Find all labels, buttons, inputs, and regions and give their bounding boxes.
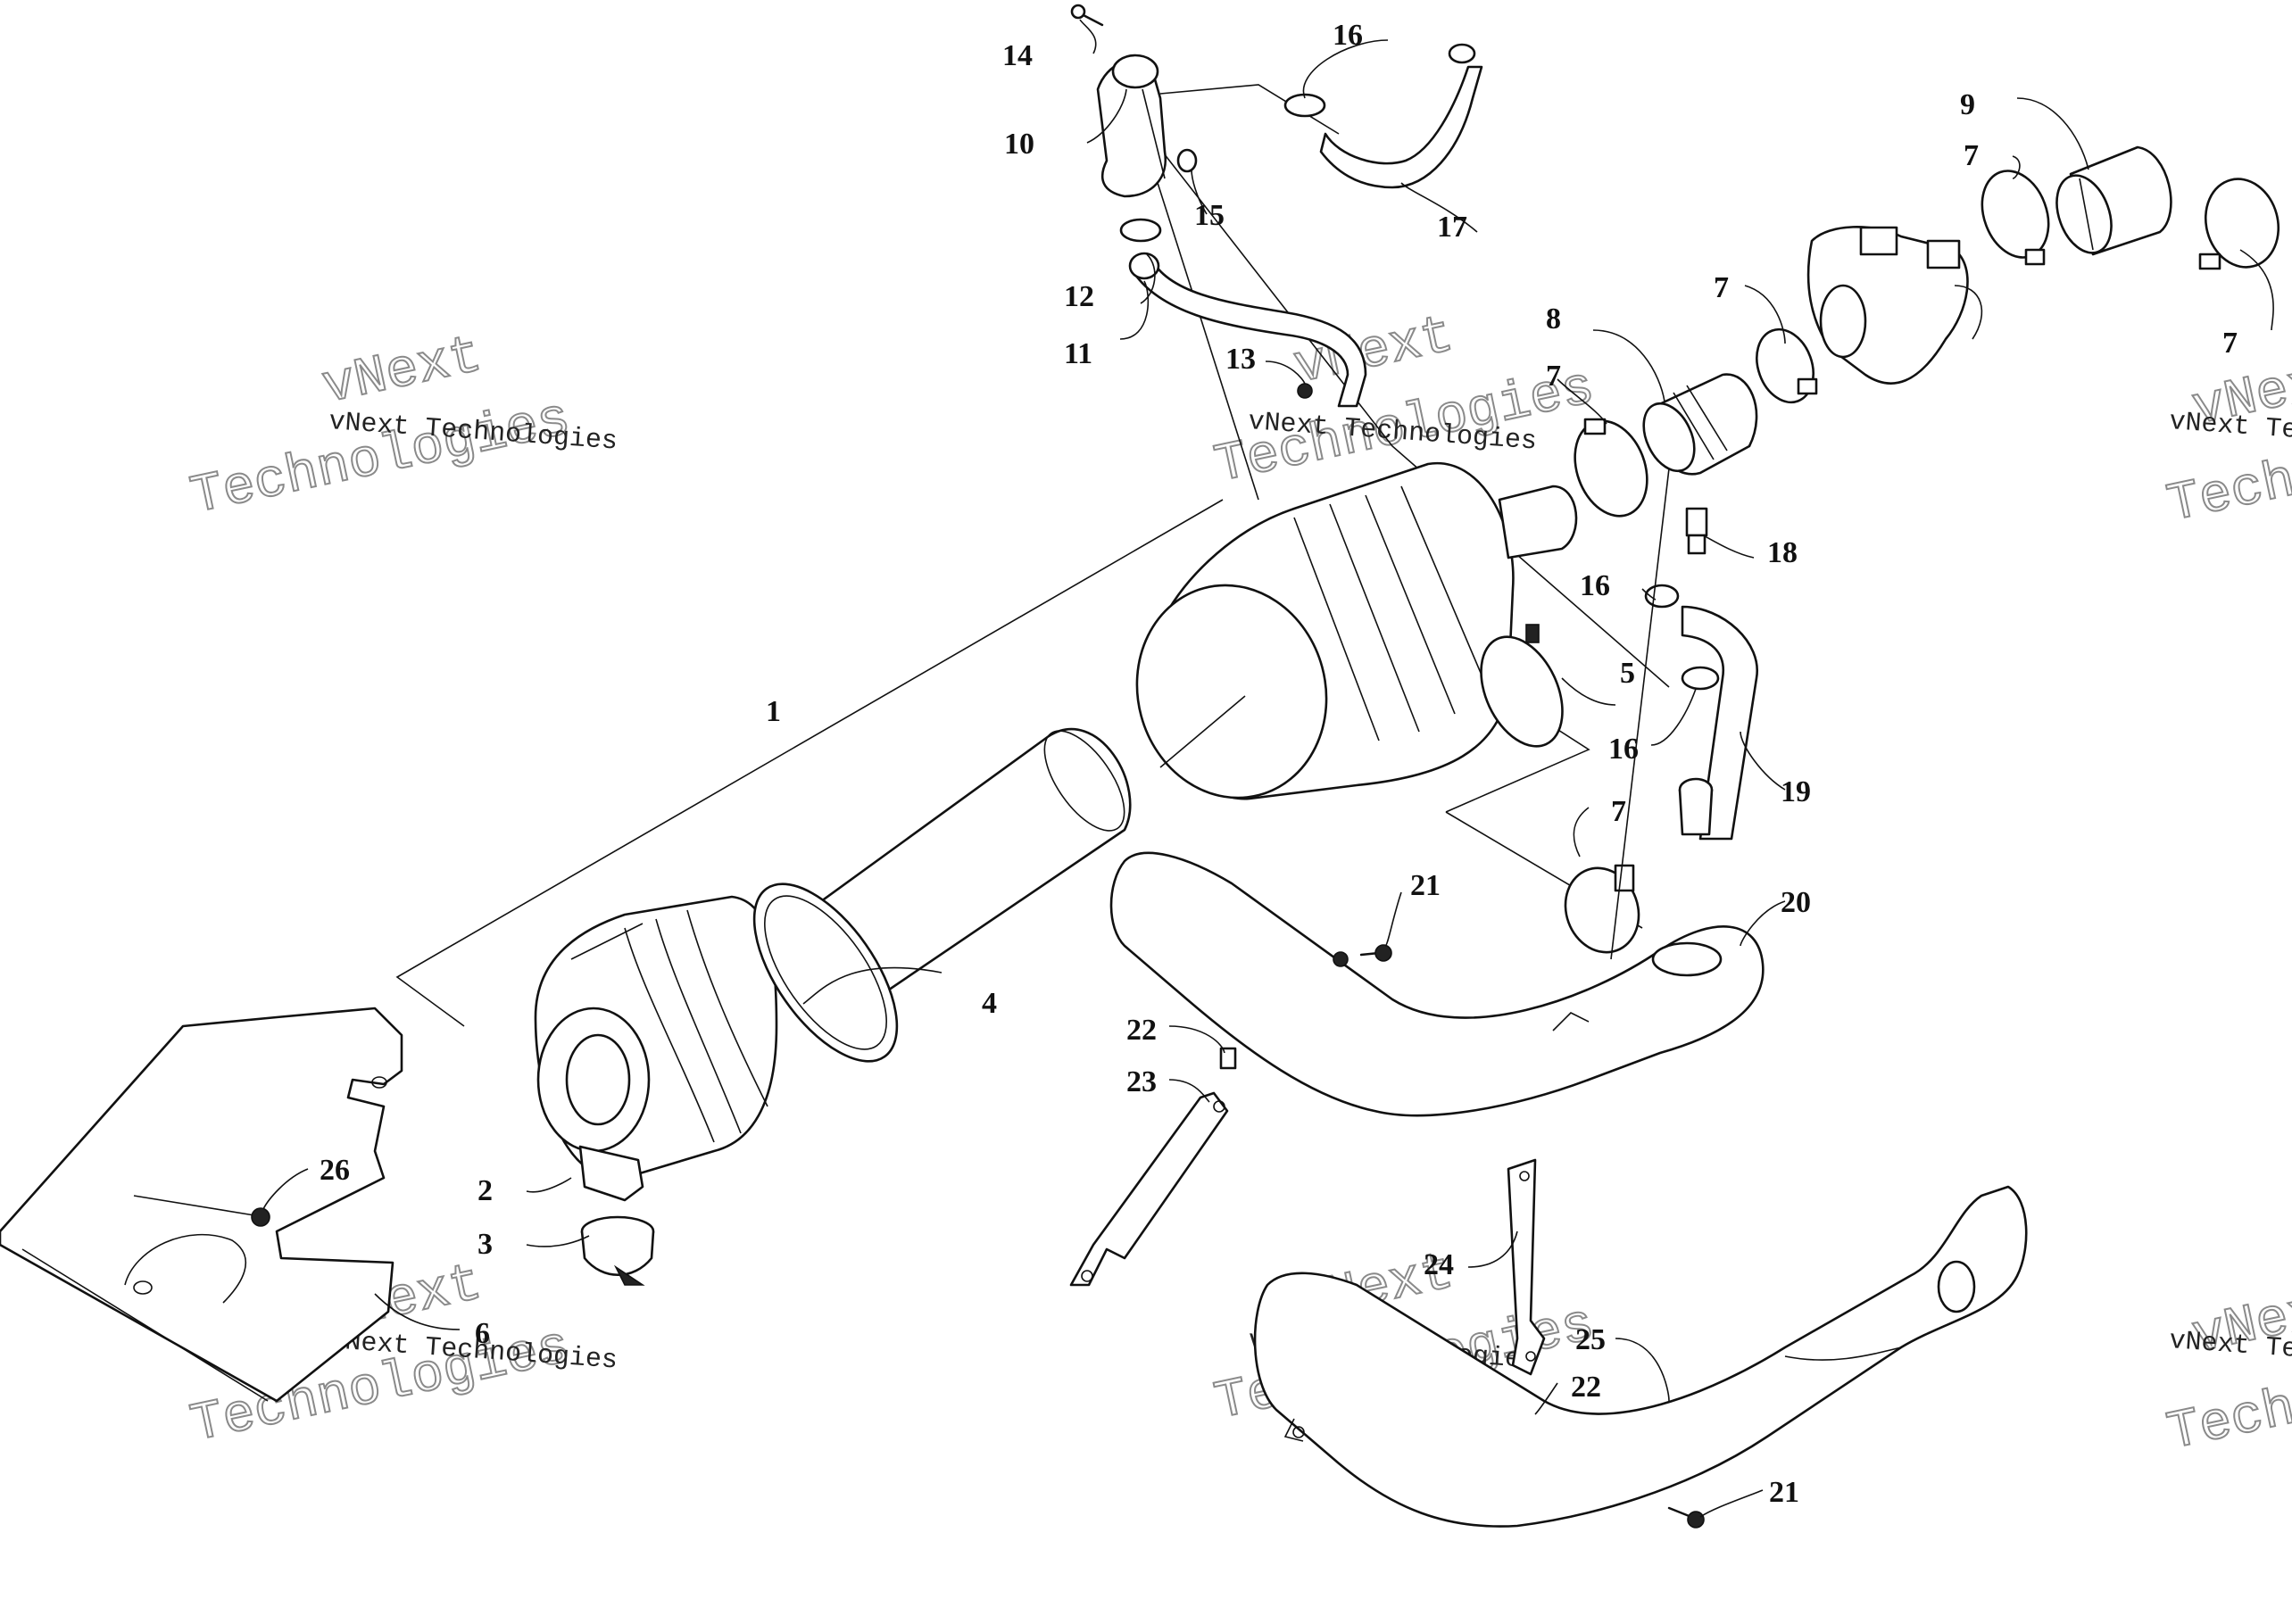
part-7-clamp-a [1574,418,1648,518]
callout-20: 20 [1781,886,1811,919]
part-16-clamp-top [1283,43,1476,118]
callout-labels: 1 2 3 4 5 6 7 7 7 7 7 8 9 10 11 12 13 14… [320,19,2238,1509]
watermark-small-6: vNext Technologies [2168,1326,2292,1377]
callout-21-a: 21 [1410,869,1441,902]
callout-22-b: 22 [1571,1371,1601,1404]
leader-lines [262,19,2274,1518]
callout-21-b: 21 [1769,1476,1799,1509]
callout-9: 9 [1960,88,1975,121]
callout-17: 17 [1437,211,1467,244]
watermark-small-3: vNext Technologies [2168,407,2292,458]
callout-11: 11 [1064,337,1092,370]
part-20-intake-tube [1109,851,1765,1117]
callout-25: 25 [1575,1323,1606,1356]
callout-16-b: 16 [1580,569,1610,602]
part-17-hose [1319,65,1483,189]
part-1-airbox [1135,461,1578,800]
part-10-breather [1096,54,1167,198]
part-16-clamp-mid-b [1681,666,1720,691]
callout-2: 2 [478,1174,493,1207]
callout-3: 3 [478,1228,493,1261]
callout-8: 8 [1546,302,1561,336]
callout-15: 15 [1194,199,1225,232]
part-19-hose [1678,605,1759,841]
part-7-clamp-d [2198,178,2280,270]
part-2-airbox-cover [534,895,778,1202]
callout-26: 26 [320,1154,350,1187]
callout-5: 5 [1620,657,1635,690]
callout-7-e: 7 [1611,795,1626,828]
callout-1: 1 [766,695,781,728]
callout-7-a: 7 [1546,360,1561,393]
part-7-clamp-e [1564,864,1640,954]
part-9-boot [2055,145,2172,256]
callout-23: 23 [1126,1065,1157,1098]
callout-7-b: 7 [1714,271,1729,304]
part-25-lower-duct [1253,1185,2028,1528]
part-4-filter [752,728,1132,1063]
part-3-valve [580,1215,655,1286]
part-6-shield [0,1007,403,1403]
part-14-screw [1070,4,1104,27]
callout-7-d: 7 [2222,327,2238,360]
callout-13: 13 [1225,343,1256,376]
part-13-screw [1297,383,1313,399]
part-21-bolt-b [1667,1506,1705,1529]
watermark-big-1: vNext [318,326,487,418]
part-15-nut [1176,148,1198,173]
callout-14: 14 [1002,39,1033,72]
part-11-hose [1132,257,1367,408]
callout-10: 10 [1004,128,1034,161]
callout-22-a: 22 [1126,1014,1157,1047]
callout-12: 12 [1064,280,1094,313]
callout-16-c: 16 [1608,733,1639,766]
part-26-bolt [133,1195,270,1227]
callout-4: 4 [982,987,997,1020]
part-8-boot [1642,373,1758,476]
callout-18: 18 [1767,536,1798,569]
part-throttle-body [1806,226,1983,385]
part-18-fitting [1685,507,1708,555]
callout-7-c: 7 [1964,139,1979,172]
callout-24: 24 [1424,1248,1454,1281]
callout-19: 19 [1781,775,1811,808]
callout-16-a: 16 [1333,19,1363,52]
part-21-bolt-a [1359,944,1392,962]
part-24-bracket [1507,1158,1546,1376]
part-23-bracket [1069,1091,1229,1287]
part-22-clip-a [1219,1047,1237,1070]
callout-6: 6 [475,1317,490,1350]
part-7-clamp-c [1981,170,2050,266]
part-7-clamp-b [1756,327,1818,404]
